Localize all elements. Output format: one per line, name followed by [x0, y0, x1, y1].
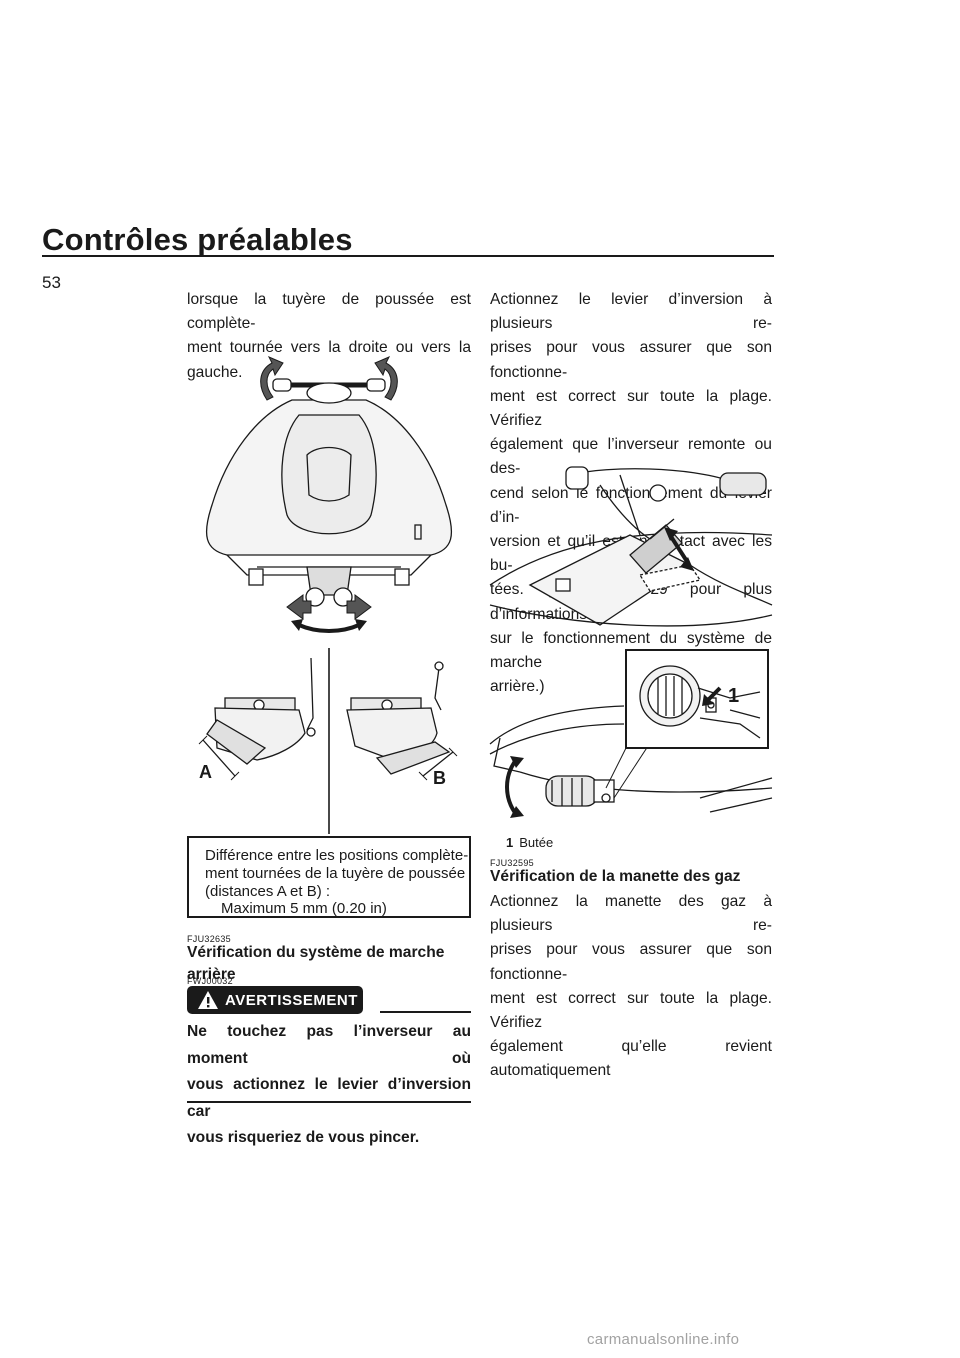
spec-line: (distances A et B) : [205, 883, 331, 900]
caption-text: Butée [519, 835, 554, 850]
para-line: Actionnez le levier d’inversion à plusie… [490, 291, 772, 333]
intro-line: lorsque la tuyère de poussée est complèt… [187, 291, 471, 333]
warning-rule-bottom [187, 1101, 471, 1103]
para-line: arrière.) [490, 678, 545, 696]
reverse-stop-illustration: 1 [489, 649, 773, 818]
spec-line: Différence entre les positions complète- [205, 847, 469, 864]
spec-box: Différence entre les positions complète-… [187, 836, 471, 918]
warning-rule-top [380, 1011, 471, 1013]
para-line: Actionnez la manette des gaz à plusieurs… [490, 893, 772, 935]
warning-line: vous actionnez le levier d’inversion car [187, 1076, 471, 1120]
warning-label: AVERTISSEMENT [225, 992, 358, 1009]
title-rule [42, 255, 774, 257]
para-line: ment est correct sur toute la plage. Vér… [490, 387, 772, 430]
section-code: FJU32635 [187, 934, 231, 944]
page-number: 53 [42, 273, 61, 292]
watercraft-top-view-illustration [205, 356, 453, 633]
para-line: cend selon le fonctionnement du levier d… [490, 484, 772, 526]
para-line: prises pour vous assurer que son fonctio… [490, 339, 772, 381]
para-line: sur le fonctionnement du système de marc… [490, 629, 772, 672]
warning-text: Ne touchez pas l’inverseur au moment où … [187, 1019, 471, 1152]
warning-badge: AVERTISSEMENT [187, 986, 363, 1014]
spec-line: ment tournées de la tuyère de poussée [205, 865, 466, 882]
nozzle-distance-illustration: A B [198, 648, 458, 834]
callout-number: 1 [728, 685, 739, 707]
label-b: B [433, 768, 446, 788]
warning-triangle-icon [198, 991, 218, 1009]
section-heading-line: Vérification du système de marche arrièr… [187, 944, 445, 983]
warning-line: Ne touchez pas l’inverseur au moment où [187, 1023, 471, 1067]
reverse-paragraph: Actionnez le levier d’inversion à plusie… [490, 288, 772, 699]
intro-paragraph: lorsque la tuyère de poussée est complèt… [187, 288, 471, 385]
para-line: prises pour vous assurer que son fonctio… [490, 941, 772, 983]
warning-line: vous risqueriez de vous pincer. [187, 1129, 420, 1146]
para-line: également que l’inverseur remonte ou des… [490, 436, 772, 478]
section-heading: Vérification de la manette des gaz [490, 868, 741, 885]
spec-value: Maximum 5 mm (0.20 in) [221, 900, 387, 917]
figure-caption: 1 Butée [506, 835, 553, 850]
para-line: également qu’elle revient automatiquemen… [490, 1038, 772, 1080]
label-a: A [199, 762, 212, 782]
para-line: ment est correct sur toute la plage. Vér… [490, 989, 772, 1032]
warning-code: FWJ00032 [187, 976, 233, 986]
section-code: FJU32595 [490, 858, 534, 868]
reverse-lever-illustration [489, 466, 773, 627]
throttle-paragraph: Actionnez la manette des gaz à plusieurs… [490, 890, 772, 1084]
page-title: Contrôles préalables [42, 222, 353, 257]
caption-number: 1 [506, 835, 514, 850]
watermark: carmanualsonline.info [587, 1331, 740, 1348]
intro-line: ment tournée vers la droite ou vers la g… [187, 339, 471, 381]
